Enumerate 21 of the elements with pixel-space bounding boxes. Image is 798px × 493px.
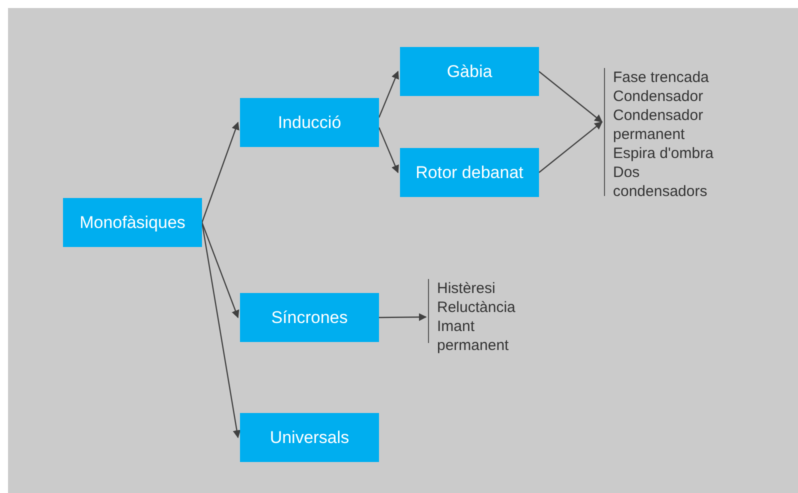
arrow	[201, 222, 240, 318]
process-box: Inducció	[240, 98, 379, 147]
arrow	[538, 122, 603, 173]
process-box: Universals	[240, 413, 379, 462]
arrow	[201, 122, 240, 223]
arrow	[538, 71, 603, 122]
arrow	[379, 313, 427, 322]
arrow	[378, 127, 399, 174]
process-box: Rotor debanat	[400, 148, 539, 197]
list-item: Espira d'ombra	[613, 144, 714, 163]
process-box: Monofàsiques	[63, 198, 202, 247]
list-item: Reluctància	[437, 298, 516, 317]
list-item: Condensador permanent	[613, 106, 704, 144]
list-item: Condensador	[613, 87, 704, 106]
process-box: Síncrones	[240, 293, 379, 342]
list-item: Dos condensadors	[613, 163, 708, 201]
list-item: Imant permanent	[437, 317, 510, 355]
list-item: Histèresi	[437, 279, 496, 298]
list-item: Fase trencada	[613, 68, 710, 87]
process-box: Gàbia	[400, 47, 539, 96]
arrow	[378, 70, 399, 118]
